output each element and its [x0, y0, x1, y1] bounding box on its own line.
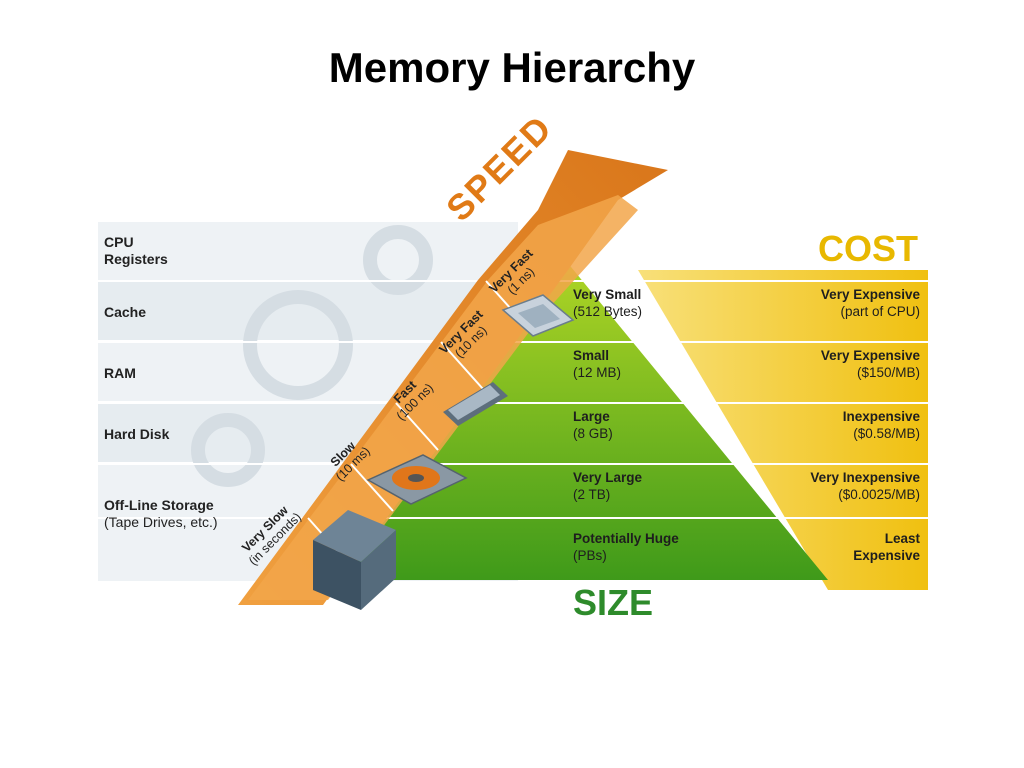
size-label-ram: Large (8 GB) — [573, 409, 613, 441]
diagram-graphics — [98, 150, 928, 610]
size-label-registers: Very Small (512 Bytes) — [573, 287, 643, 319]
cost-label-offline-storage: Least Expensive — [853, 531, 920, 563]
hard-disk-icon — [366, 454, 468, 505]
cpu-chip-icon — [501, 294, 575, 337]
memory-hierarchy-diagram: SPEED COST SIZE CPU Registers Cache RAM … — [98, 107, 928, 623]
cost-axis-title: COST — [817, 228, 918, 269]
cost-band — [638, 270, 928, 590]
slide-title: Memory Hierarchy — [328, 44, 696, 91]
level-label-offline-storage: Off-Line Storage (Tape Drives, etc.) — [104, 497, 218, 530]
cost-label-cache: Very Expensive ($150/MB) — [820, 348, 920, 380]
size-label-hard-disk: Very Large (2 TB) — [573, 470, 643, 502]
cost-label-registers: Very Expensive (part of CPU) — [820, 287, 920, 319]
size-label-offline-storage: Potentially Huge (PBs) — [573, 531, 679, 563]
level-label-cache: Cache — [104, 304, 147, 320]
level-label-hard-disk: Hard Disk — [104, 426, 170, 442]
cost-label-hard-disk: Very Inexpensive ($0.0025/MB) — [810, 470, 920, 502]
size-axis-title: SIZE — [573, 582, 654, 623]
size-label-cache: Small (12 MB) — [573, 348, 622, 380]
ram-module-icon — [443, 382, 508, 426]
level-label-ram: RAM — [104, 365, 136, 381]
server-tower-icon — [313, 510, 396, 610]
level-label-registers: CPU Registers — [104, 234, 168, 267]
cost-label-ram: Inexpensive ($0.58/MB) — [842, 409, 920, 441]
